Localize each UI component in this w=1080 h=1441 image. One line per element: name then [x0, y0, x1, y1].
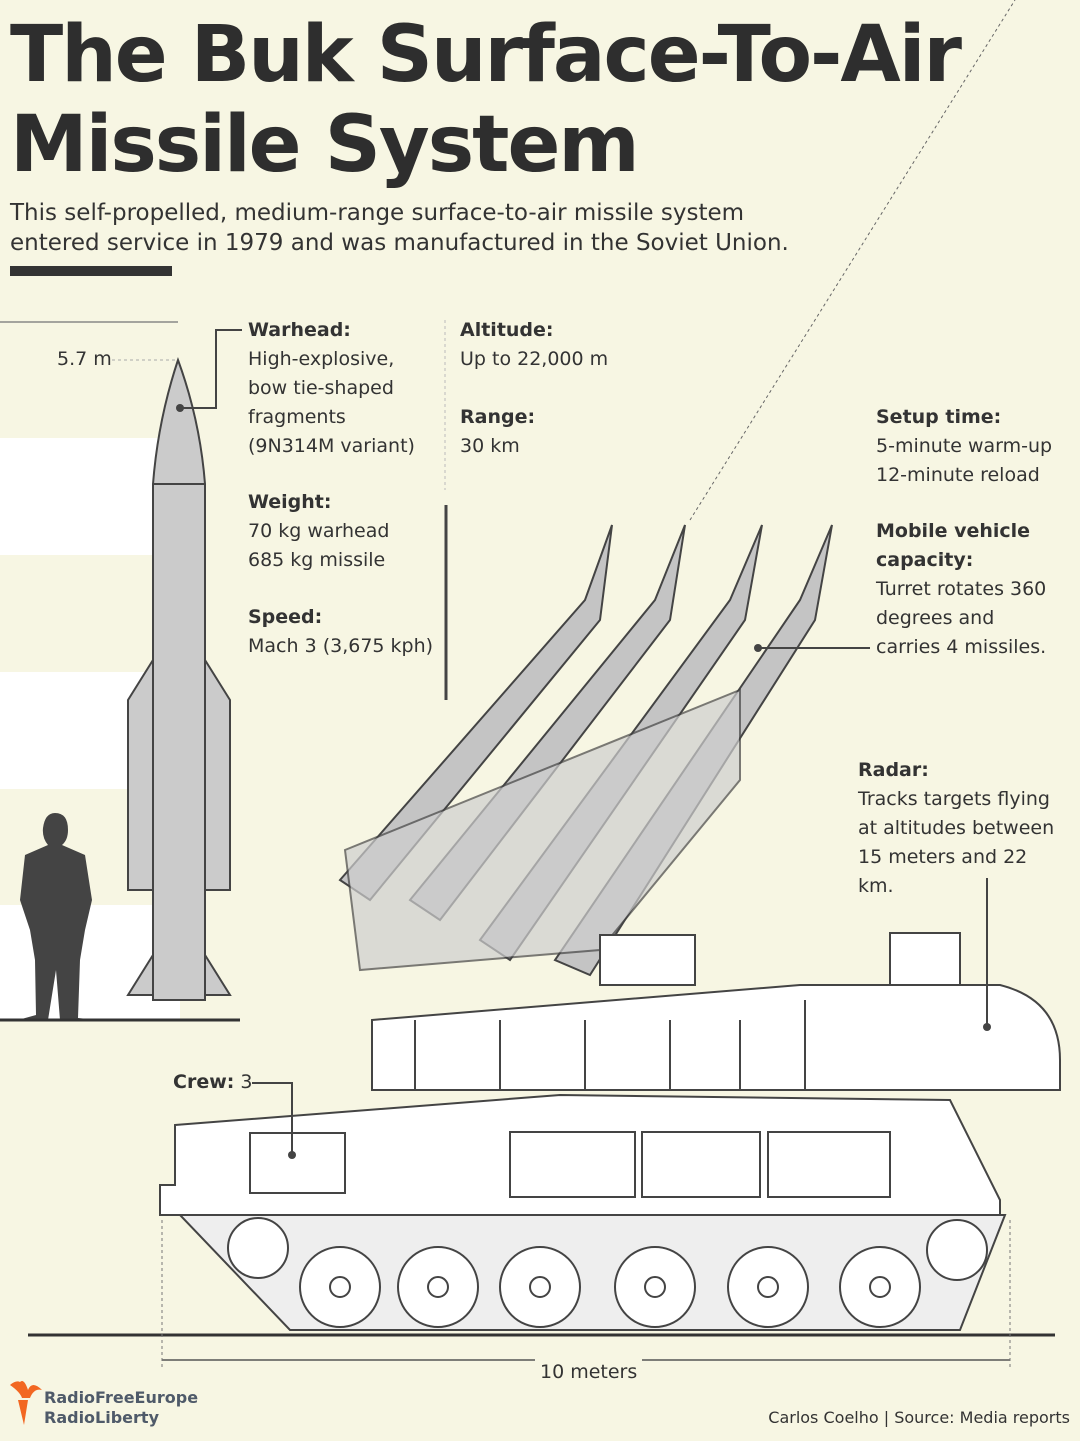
logo-line: RadioLiberty [44, 1408, 159, 1427]
spec-text: 12-minute reload [876, 464, 1040, 486]
spec-label: Mobile vehicle capacity: [876, 520, 1031, 571]
launcher-missiles [338, 524, 833, 977]
spec-text: Mach 3 (3,675 kph) [248, 635, 434, 657]
spec-altitude: Altitude: Up to 22,000 m [460, 316, 608, 374]
spec-text: Tracks targets flying at altitudes betwe… [858, 788, 1055, 897]
spec-text: 30 km [460, 435, 520, 457]
spec-text: High-explosive, bow tie-shaped fragments… [248, 348, 415, 457]
spec-label: Crew: [173, 1071, 235, 1093]
spec-label: Weight: [248, 491, 332, 513]
spec-text: Up to 22,000 m [460, 348, 609, 370]
spec-text: 5-minute warm-up [876, 435, 1053, 457]
spec-warhead: Warhead: High-explosive, bow tie-shaped … [248, 316, 428, 461]
rferl-logo: RadioFreeEurope RadioLiberty [44, 1388, 198, 1428]
spec-text: 3 [240, 1071, 253, 1093]
vehicle-drawing [159, 932, 1061, 1331]
spec-label: Setup time: [876, 406, 1002, 428]
subtitle: This self-propelled, medium-range surfac… [10, 200, 789, 256]
scale-label: 10 meters [535, 1358, 643, 1387]
page-title: The Buk Surface-To-Air Missile System [10, 10, 962, 190]
spec-text: 685 kg missile [248, 549, 386, 571]
rferl-torch-icon [10, 1381, 42, 1425]
spec-radar: Radar: Tracks targets flying at altitude… [858, 756, 1058, 901]
spec-label: Range: [460, 406, 536, 428]
spec-setup: Setup time: 5-minute warm-up 12-minute r… [876, 403, 1052, 490]
logo-line: RadioFreeEurope [44, 1388, 199, 1407]
spec-label: Altitude: [460, 319, 554, 341]
spec-range: Range: 30 km [460, 403, 535, 461]
spec-speed: Speed: Mach 3 (3,675 kph) [248, 603, 433, 661]
spec-label: Warhead: [248, 319, 351, 341]
spec-text: Turret rotates 360 degrees and carries 4… [876, 578, 1047, 658]
spec-text: 70 kg warhead [248, 520, 390, 542]
credit: Carlos Coelho | Source: Media reports [768, 1408, 1070, 1427]
spec-crew: Crew: 3 [173, 1068, 253, 1097]
missile-height-label: 5.7 m [57, 348, 112, 370]
spec-label: Radar: [858, 759, 929, 781]
title-rule [10, 266, 172, 276]
soldier-silhouette [18, 813, 98, 1020]
scale-stripe [0, 438, 180, 555]
spec-label: Speed: [248, 606, 323, 628]
missile-drawing [126, 356, 232, 1001]
spec-capacity: Mobile vehicle capacity: Turret rotates … [876, 517, 1061, 662]
spec-weight: Weight: 70 kg warhead 685 kg missile [248, 488, 389, 575]
